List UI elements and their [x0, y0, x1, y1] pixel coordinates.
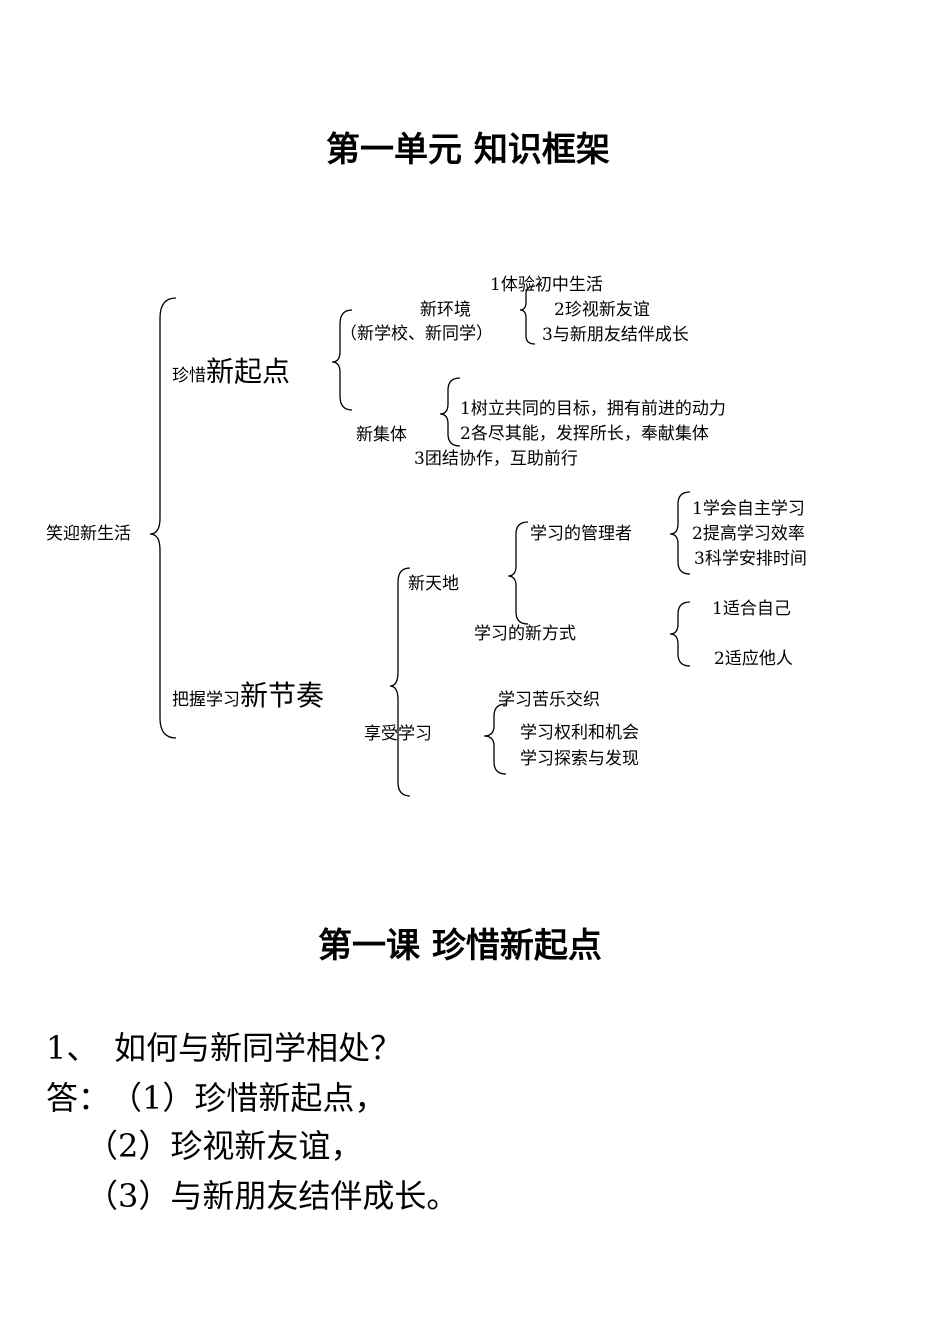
branch2-brace [389, 567, 411, 797]
env-item-2: 2珍视新友谊 [554, 300, 650, 320]
branch2-prefix: 把握学习 [172, 690, 240, 710]
branch2-big: 新节奏 [240, 679, 325, 712]
method-brace [669, 601, 691, 667]
answer-line-1: （1）珍惜新起点， [110, 1079, 387, 1117]
root-node: 笑迎新生活 [46, 524, 131, 544]
enjoy-item-3: 学习探索与发现 [520, 749, 639, 769]
collective-item-1: 1树立共同的目标，拥有前进的动力 [460, 399, 726, 419]
manager-label: 学习的管理者 [530, 524, 632, 544]
collective-item-2: 2各尽其能，发挥所长，奉献集体 [460, 424, 709, 444]
env-label: 新环境 [420, 300, 471, 320]
env-label-sub: （新学校、新同学） [340, 324, 493, 344]
collective-item-3: 3团结协作，互助前行 [414, 449, 578, 469]
enjoy-label: 享受学习 [364, 724, 432, 744]
enjoy-brace [483, 703, 507, 775]
method-item-1: 1适合自己 [712, 599, 791, 619]
enjoy-item-1: 学习苦乐交织 [498, 690, 600, 710]
question-text: 如何与新同学相处？ [114, 1029, 403, 1067]
collective-label: 新集体 [356, 425, 407, 445]
world-brace [507, 521, 529, 625]
unit-title: 第一单元 知识框架 [326, 130, 610, 170]
lesson-title: 第一课 珍惜新起点 [318, 926, 602, 966]
branch1-big: 新起点 [206, 355, 291, 388]
answer-line-3: （3）与新朋友结伴成长。 [86, 1177, 459, 1215]
collective-brace [439, 377, 461, 447]
method-label: 学习的新方式 [474, 624, 576, 644]
manager-item-1: 1学会自主学习 [692, 499, 805, 519]
world-label: 新天地 [408, 574, 459, 594]
question-number: 1、 [46, 1029, 99, 1067]
branch1-node: 珍惜新起点 [172, 358, 290, 386]
method-item-2: 2适应他人 [714, 649, 793, 669]
root-brace [149, 297, 177, 739]
env-item-1: 1体验初中生活 [490, 275, 603, 295]
manager-item-3: 3科学安排时间 [694, 549, 807, 569]
env-brace [519, 285, 536, 345]
branch1-prefix: 珍惜 [172, 366, 206, 386]
branch1-brace [331, 309, 353, 411]
manager-item-2: 2提高学习效率 [692, 524, 805, 544]
answer-prefix: 答： [46, 1079, 111, 1117]
branch2-node: 把握学习新节奏 [172, 682, 324, 710]
enjoy-item-2: 学习权利和机会 [520, 723, 639, 743]
env-item-3: 3与新朋友结伴成长 [542, 325, 689, 345]
manager-brace [669, 491, 691, 575]
answer-line-2: （2）珍视新友谊， [86, 1127, 363, 1165]
